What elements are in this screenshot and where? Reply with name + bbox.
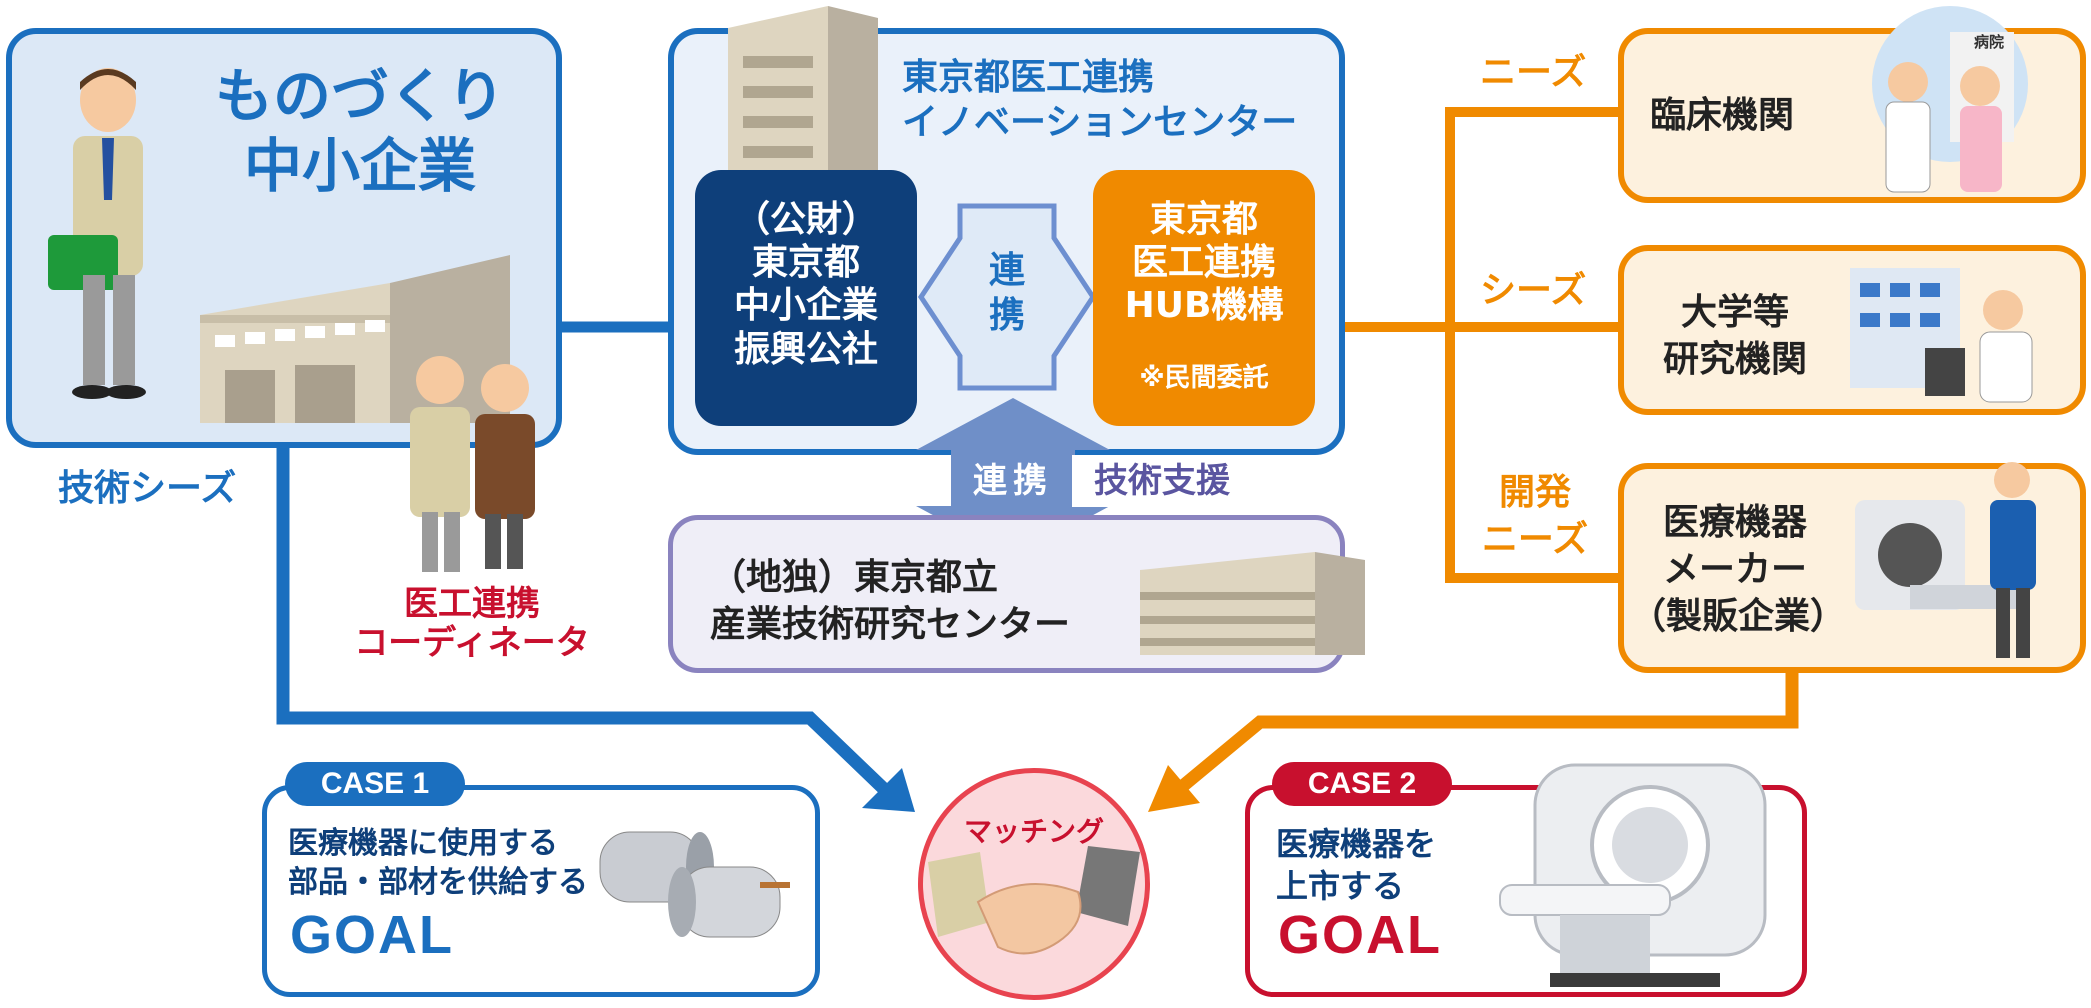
sme-title: ものづくり中小企業 xyxy=(214,62,505,200)
handshake-icon xyxy=(928,846,1140,955)
coordinator-icon xyxy=(410,356,535,572)
salesman-device-icon xyxy=(1855,462,2036,658)
research-institute-label: （地独）東京都立産業技術研究センター xyxy=(710,557,1071,645)
lower-cooperation-label: 連携 xyxy=(973,461,1053,501)
doctor-nurse-icon xyxy=(1872,6,2028,193)
case2-goal: GOAL xyxy=(1278,905,1442,965)
tech-support-label: 技術支援 xyxy=(1094,461,1230,501)
innovation-center-title: 東京都医工連携イノベーションセンター xyxy=(902,57,1298,143)
sme-promotion-corp-box xyxy=(695,170,917,426)
needs-tag: ニーズ xyxy=(1480,52,1587,93)
tech-seeds-label: 技術シーズ xyxy=(58,468,237,509)
seeds-tag: シーズ xyxy=(1480,270,1587,311)
worker-icon xyxy=(48,68,146,399)
ct-scanner-icon xyxy=(1499,763,1767,987)
building-icon xyxy=(728,6,878,186)
matching-label: マッチング xyxy=(963,815,1104,848)
tech-support-bg xyxy=(1072,455,1252,507)
cooperation-label: 連携 xyxy=(988,250,1025,336)
case1-panel xyxy=(262,785,820,997)
case2-badge: CASE 2 xyxy=(1272,762,1452,806)
sme-promotion-corp-label: （公財）東京都 中小企業振興公社 xyxy=(733,199,878,370)
researcher-icon xyxy=(1850,268,2033,403)
research-building-icon xyxy=(1140,552,1365,655)
motor-parts-icon xyxy=(599,831,790,938)
hospital-sign: 病院 xyxy=(1974,33,2005,51)
hub-org-note: ※民間委託 xyxy=(1139,363,1269,393)
device-maker-label: 医療機器メーカー（製販企業） xyxy=(1630,502,1847,637)
factory-icon xyxy=(200,255,510,423)
case2-text: 医療機器を上市する xyxy=(1276,825,1437,905)
clinical-institution-label: 臨床機関 xyxy=(1650,95,1795,136)
case1-text: 医療機器に使用する部品・部材を供給する xyxy=(288,826,588,900)
hub-org-box xyxy=(1093,170,1315,426)
case1-badge: CASE 1 xyxy=(285,762,465,806)
case1-goal: GOAL xyxy=(290,905,454,965)
coordinator-label: 医工連携コーディネータ xyxy=(354,584,590,664)
university-label: 大学等研究機関 xyxy=(1662,292,1807,380)
dev-needs-tag: 開発ニーズ xyxy=(1481,472,1589,560)
